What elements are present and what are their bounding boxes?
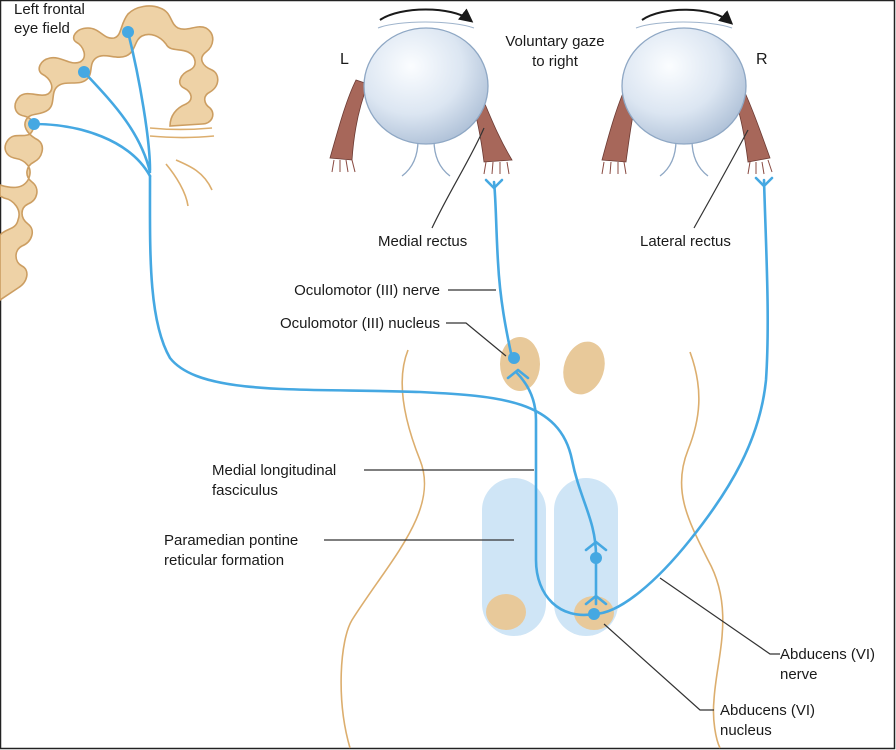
abducens-neuron <box>588 608 600 620</box>
leader-oculomotor-nucleus <box>446 322 507 357</box>
lateral-rectus-terminal <box>754 176 774 188</box>
left-abducens-nucleus <box>486 594 526 630</box>
mlf-fiber <box>514 370 596 617</box>
pprf-synapse <box>584 540 608 552</box>
left-rotation-arrow <box>379 8 474 23</box>
label-oculomotor-nucleus: Oculomotor (III) nucleus <box>280 315 440 332</box>
label-abducens-nucleus-line1: Abducens (VI) <box>720 702 815 719</box>
nerve-pathways <box>32 30 774 617</box>
left-eyeball <box>363 27 489 145</box>
right-oculomotor-nucleus <box>563 341 605 395</box>
left-eye <box>329 8 513 177</box>
oculomotor-neuron <box>508 352 520 364</box>
brainstem-outline <box>340 349 724 749</box>
leader-lines <box>324 127 780 711</box>
label-abducens-nucleus-line2: nucleus <box>720 722 772 739</box>
label-mlf-line1: Medial longitudinal <box>212 462 336 479</box>
label-abducens-nerve-line2: nerve <box>780 666 818 683</box>
label-voluntary-gaze-line1: Voluntary gaze <box>505 33 604 50</box>
abducens-synapse <box>584 594 608 606</box>
cortical-neuron-1 <box>122 26 134 38</box>
leader-abducens-nucleus <box>603 623 714 711</box>
right-rotation-arrow <box>641 8 734 25</box>
cortical-fiber-2 <box>82 70 152 174</box>
frontal-cortex <box>0 5 219 301</box>
labels: Left frontal eye field L R Voluntary gaz… <box>14 1 875 739</box>
label-abducens-nerve-line1: Abducens (VI) <box>780 646 875 663</box>
cortical-neuron-2 <box>78 66 90 78</box>
right-pprf-column <box>554 478 618 636</box>
medial-rectus-terminal <box>484 178 504 190</box>
label-voluntary-gaze-line2: to right <box>532 53 579 70</box>
right-eyeball <box>621 27 747 145</box>
label-lateral-rectus: Lateral rectus <box>640 233 731 250</box>
label-medial-rectus: Medial rectus <box>378 233 467 250</box>
cortical-fiber-1 <box>126 30 152 172</box>
corticobulbar-fiber-to-pprf <box>148 174 598 558</box>
leader-lateral-rectus <box>693 129 749 229</box>
abducens-nerve-fiber <box>592 178 770 616</box>
left-lateral-rectus-muscle <box>329 79 369 161</box>
right-eye <box>601 8 773 177</box>
leader-medial-rectus <box>431 127 485 229</box>
label-pprf-line1: Paramedian pontine <box>164 532 298 549</box>
label-pprf-line2: reticular formation <box>164 552 284 569</box>
label-oculomotor-nerve: Oculomotor (III) nerve <box>294 282 440 299</box>
oculomotor-nerve-fiber <box>492 180 514 360</box>
label-side-left: L <box>340 51 349 68</box>
cortical-neuron-3 <box>28 118 40 130</box>
label-frontal-eye-field-line1: Left frontal <box>14 1 85 18</box>
oculomotor-synapse <box>506 368 530 380</box>
label-mlf-line2: fasciculus <box>212 482 278 499</box>
cortical-fiber-3 <box>32 122 152 178</box>
leader-abducens-nerve <box>659 577 780 655</box>
label-side-right: R <box>756 51 768 68</box>
pprf-neuron <box>590 552 602 564</box>
left-oculomotor-nucleus <box>500 337 540 391</box>
label-frontal-eye-field-line2: eye field <box>14 20 70 37</box>
